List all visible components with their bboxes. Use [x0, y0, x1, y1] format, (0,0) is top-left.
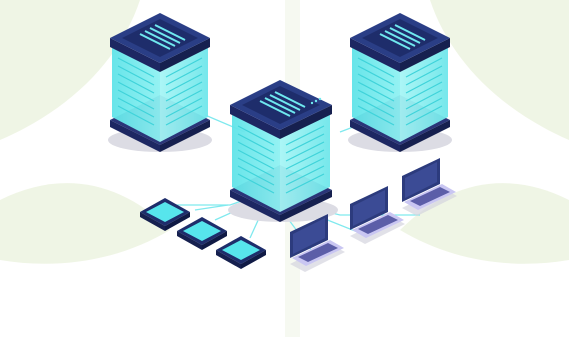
server-left [110, 13, 210, 152]
tile-3 [216, 236, 266, 269]
server-right [350, 13, 450, 152]
laptop-1 [290, 214, 345, 272]
laptop-2 [350, 186, 405, 244]
laptop-3 [402, 158, 457, 216]
server-center [230, 80, 332, 222]
tile-2 [177, 217, 227, 250]
tile-1 [140, 198, 190, 231]
